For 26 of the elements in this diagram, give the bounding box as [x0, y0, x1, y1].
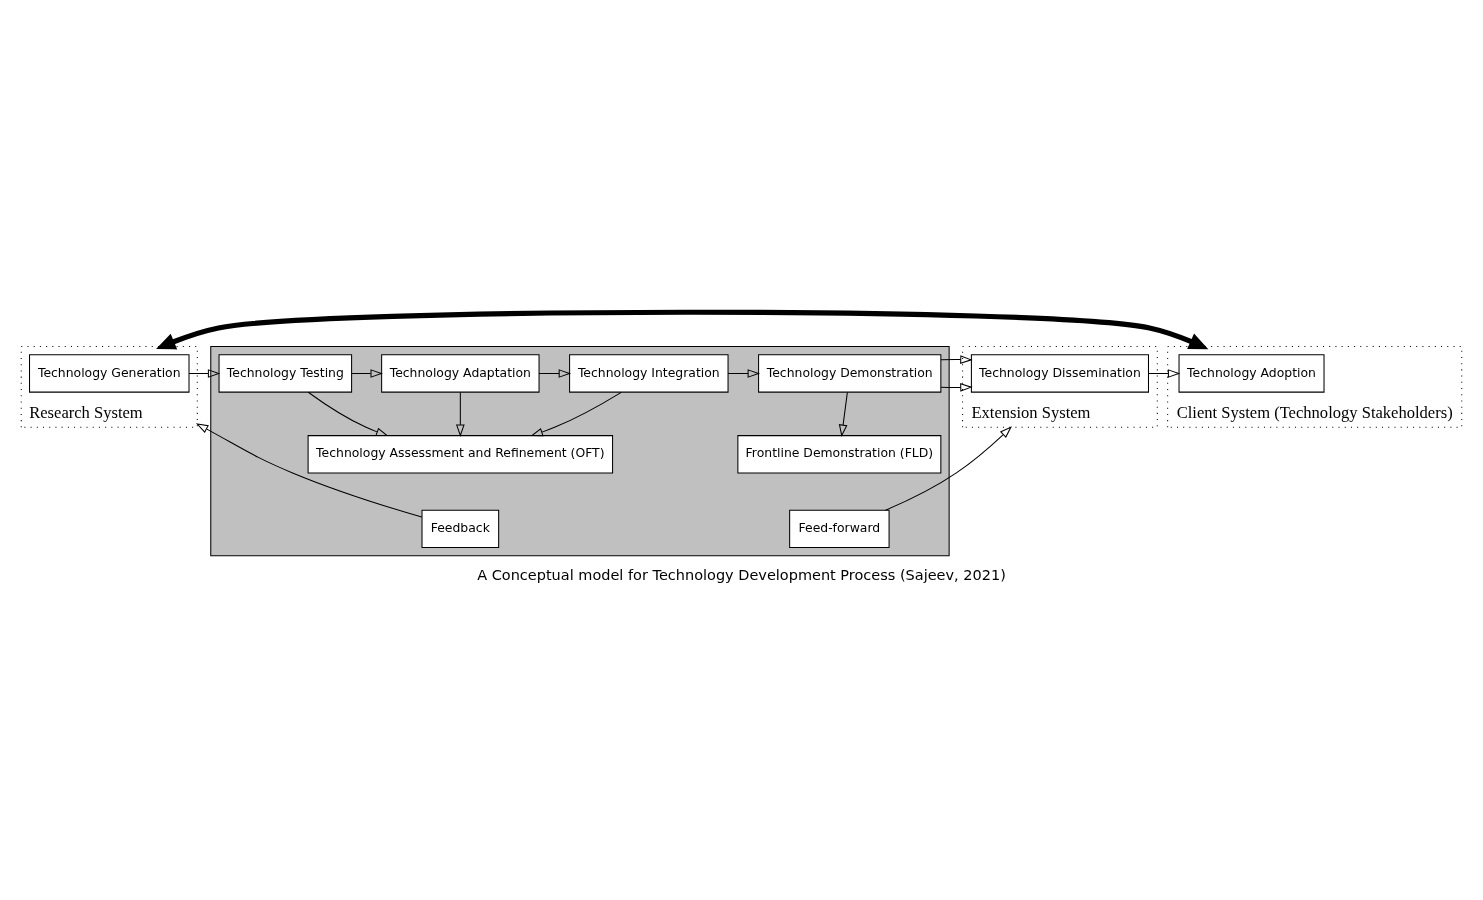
- arrow: [727, 369, 761, 378]
- arrow: [195, 423, 423, 518]
- arrow: [940, 355, 973, 392]
- arrow: [307, 391, 389, 437]
- arrow: [885, 426, 1012, 511]
- node-box: Technology Generation: [29, 354, 190, 393]
- node-box: Technology Integration: [569, 354, 729, 393]
- arrow: [188, 369, 221, 378]
- arrow: [455, 391, 465, 437]
- node-box: Technology Adaptation: [381, 354, 540, 393]
- node-box: Technology Dissemination: [970, 354, 1149, 393]
- node-box: Technology Assessment and Refinement (OFT): [307, 435, 614, 474]
- arrow: [530, 391, 622, 437]
- caption: A Conceptual model for Technology Development Process (Sajeev, 2021): [477, 566, 1006, 583]
- node-box: Frontline Demonstration (FLD): [737, 435, 942, 474]
- node-box: Technology Adoption: [1178, 354, 1325, 393]
- node-box: Feed-forward: [789, 509, 890, 548]
- cluster: [210, 346, 950, 557]
- node-box: Feedback: [421, 509, 500, 548]
- arrow: [351, 369, 383, 378]
- node-box: Technology Testing: [218, 354, 353, 393]
- arrow: [1148, 369, 1181, 378]
- node-box: Technology Demonstration: [758, 354, 942, 393]
- arrow: [156, 309, 1209, 350]
- arrow: [838, 391, 848, 437]
- arrow: [538, 369, 572, 378]
